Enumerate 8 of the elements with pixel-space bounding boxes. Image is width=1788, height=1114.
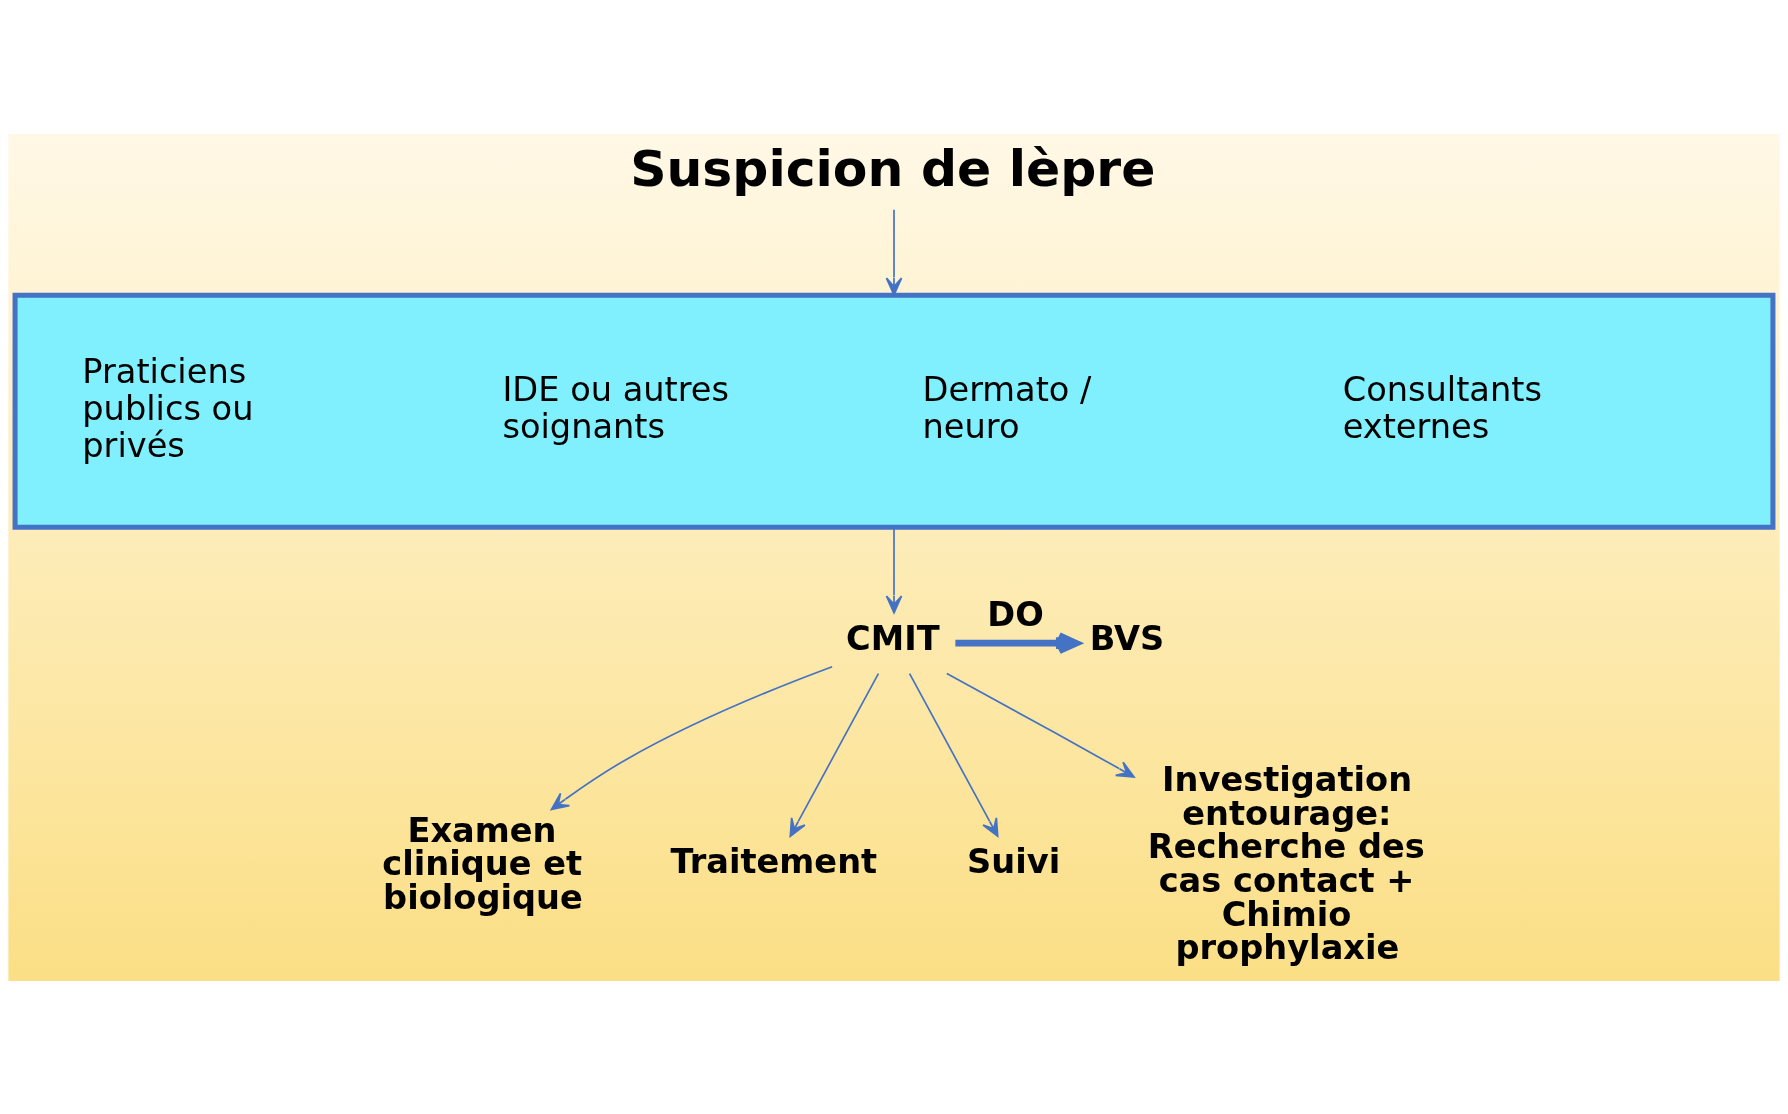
node-text: Examen clinique et biologique [382, 810, 583, 917]
node-text: Traitement [670, 841, 878, 881]
node-text: Suivi [967, 841, 1061, 881]
node-text: Suspicion de lèpre [630, 138, 1156, 198]
node-text: CMIT [846, 618, 940, 658]
node-text: Investigation entourage: Recherche des cas contact + Chimio prophylaxie [1147, 759, 1425, 967]
node-text: BVS [1089, 618, 1165, 658]
edge-label: DO [987, 594, 1044, 634]
